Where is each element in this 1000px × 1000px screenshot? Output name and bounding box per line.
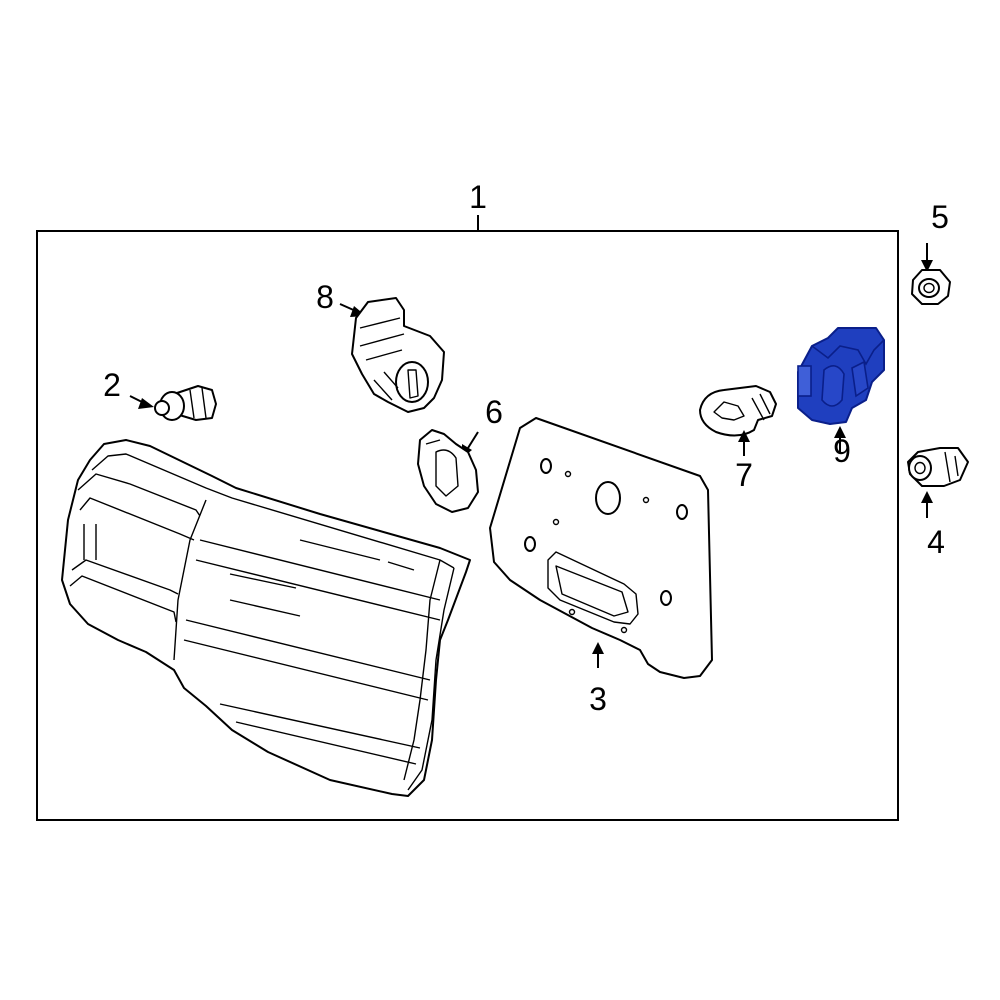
callout-7[interactable]: 7 [735,457,753,493]
callout-9[interactable]: 9 [833,433,851,469]
callout-5[interactable]: 5 [931,199,949,235]
screw-part-2[interactable] [154,385,217,421]
callout-2[interactable]: 2 [103,367,121,403]
bulb-part-7[interactable] [699,385,777,437]
bulb-part-6[interactable] [417,429,479,513]
assembly-frame [36,230,899,821]
callout-8[interactable]: 8 [316,279,334,315]
gasket-part-3[interactable] [489,417,713,679]
lamp-housing[interactable] [61,439,471,797]
callout-3[interactable]: 3 [589,681,607,717]
nut-part-5[interactable] [911,269,951,305]
callout-6[interactable]: 6 [485,394,503,430]
callout-1[interactable]: 1 [469,179,487,215]
socket-part-9[interactable] [797,327,885,425]
clip-part-4[interactable] [907,447,969,487]
socket-part-8[interactable] [351,297,445,413]
callout-4[interactable]: 4 [927,524,945,560]
callout-6-leader [467,431,479,449]
